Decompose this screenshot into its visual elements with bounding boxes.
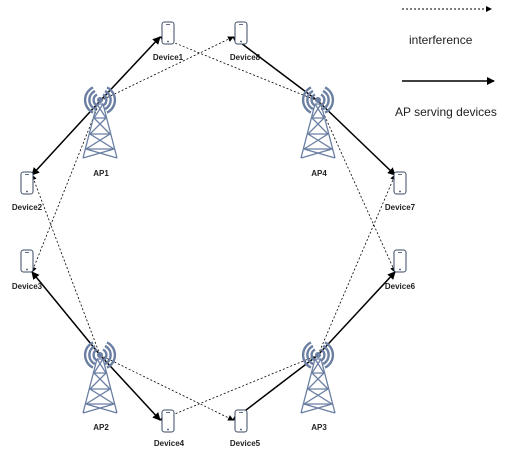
radio-wave-icon <box>106 341 117 369</box>
serving-link-ap4-device7 <box>355 137 396 176</box>
interference-link-ap3-device7 <box>317 174 396 356</box>
radio-wave-icon <box>322 89 330 111</box>
interference-link-ap4-device1 <box>159 36 319 102</box>
device5-node[interactable] <box>234 409 248 433</box>
tower-icon <box>300 358 336 414</box>
phone-icon <box>20 171 34 195</box>
phone-icon <box>234 409 248 433</box>
radio-wave-icon <box>104 344 112 366</box>
ap4-tower <box>300 86 336 159</box>
device3-label: Device3 <box>12 282 43 291</box>
device2-node[interactable] <box>20 171 34 195</box>
ap3-label: AP3 <box>311 423 327 432</box>
radio-wave-icon <box>324 341 335 369</box>
device6-label: Device6 <box>385 282 416 291</box>
serving-link-ap1-device1 <box>129 36 161 70</box>
tower-icon <box>82 103 118 159</box>
phone-icon <box>393 171 407 195</box>
phone-button-icon <box>26 190 28 193</box>
interference-link-ap4-device6 <box>317 100 396 273</box>
device3-node[interactable] <box>20 249 34 273</box>
serving-link-back-ap1-device2 <box>65 100 101 139</box>
antenna-icon <box>97 97 103 103</box>
serving-link-ap2-device3 <box>31 271 67 314</box>
device7-node[interactable] <box>393 171 407 195</box>
radio-wave-icon <box>301 341 312 369</box>
phone-button-icon <box>167 428 169 431</box>
interference-link-ap2-device2 <box>30 174 101 356</box>
radio-wave-icon <box>306 89 314 111</box>
serving-link-ap3-device6 <box>355 271 396 315</box>
device7-label: Device7 <box>385 203 416 212</box>
legend-interference-label: interference <box>409 33 473 47</box>
phone-button-icon <box>399 268 401 271</box>
phone-button-icon <box>167 40 169 43</box>
device4-node[interactable] <box>161 409 175 433</box>
device4-label: Device4 <box>154 439 185 448</box>
serving-link-back-ap3-device5 <box>275 354 319 389</box>
phone-button-icon <box>240 428 242 431</box>
radio-wave-icon <box>92 93 98 107</box>
serving-link-back-ap2-device3 <box>65 313 101 356</box>
ap2-tower <box>82 341 118 414</box>
serving-link-ap2-device4 <box>129 386 161 421</box>
radio-wave-icon <box>88 344 96 366</box>
radio-wave-icon <box>310 93 316 107</box>
phone-button-icon <box>399 190 401 193</box>
radio-wave-icon <box>106 86 117 114</box>
radio-wave-icon <box>83 341 94 369</box>
serving-link-back-ap3-device6 <box>317 312 358 356</box>
radio-wave-icon <box>83 86 94 114</box>
device6-node[interactable] <box>393 249 407 273</box>
radio-wave-icon <box>92 348 98 362</box>
phone-icon <box>20 249 34 273</box>
phone-button-icon <box>240 40 242 43</box>
phone-button-icon <box>26 268 28 271</box>
interference-link-ap3-device4 <box>159 354 319 421</box>
phone-icon <box>234 21 248 45</box>
device5-label: Device5 <box>230 439 261 448</box>
radio-wave-icon <box>306 344 314 366</box>
radio-wave-icon <box>322 344 330 366</box>
phone-icon <box>393 249 407 273</box>
phone-icon <box>161 409 175 433</box>
radio-wave-icon <box>301 86 312 114</box>
device8-label: Device8 <box>230 53 261 62</box>
radio-wave-icon <box>102 93 108 107</box>
ap4-label: AP4 <box>311 169 327 178</box>
ap3-tower <box>300 341 336 414</box>
legend-serving-label: AP serving devices <box>395 105 497 119</box>
device8-node[interactable] <box>234 21 248 45</box>
interference-link-ap1-device8 <box>99 36 234 102</box>
ap1-tower <box>82 86 118 159</box>
radio-wave-icon <box>310 348 316 362</box>
legend: interference AP serving devices <box>395 6 497 119</box>
antenna-icon <box>97 352 103 358</box>
phone-icon <box>161 21 175 45</box>
tower-icon <box>300 103 336 159</box>
interference-link-ap2-device5 <box>99 354 234 421</box>
ap2-label: AP2 <box>93 423 109 432</box>
radio-wave-icon <box>320 348 326 362</box>
radio-wave-icon <box>88 89 96 111</box>
device1-node[interactable] <box>161 21 175 45</box>
tower-icon <box>82 358 118 414</box>
device2-label: Device2 <box>12 203 43 212</box>
serving-link-back-ap4-device8 <box>275 68 319 102</box>
antenna-icon <box>315 97 321 103</box>
device1-label: Device1 <box>153 53 184 62</box>
ap1-label: AP1 <box>93 169 109 178</box>
radio-wave-icon <box>320 93 326 107</box>
serving-link-back-ap4-device7 <box>317 100 358 139</box>
interference-link-ap1-device3 <box>31 100 101 273</box>
serving-link-ap1-device2 <box>31 137 67 176</box>
antenna-icon <box>315 352 321 358</box>
radio-wave-icon <box>324 86 335 114</box>
radio-wave-icon <box>102 348 108 362</box>
radio-wave-icon <box>104 89 112 111</box>
